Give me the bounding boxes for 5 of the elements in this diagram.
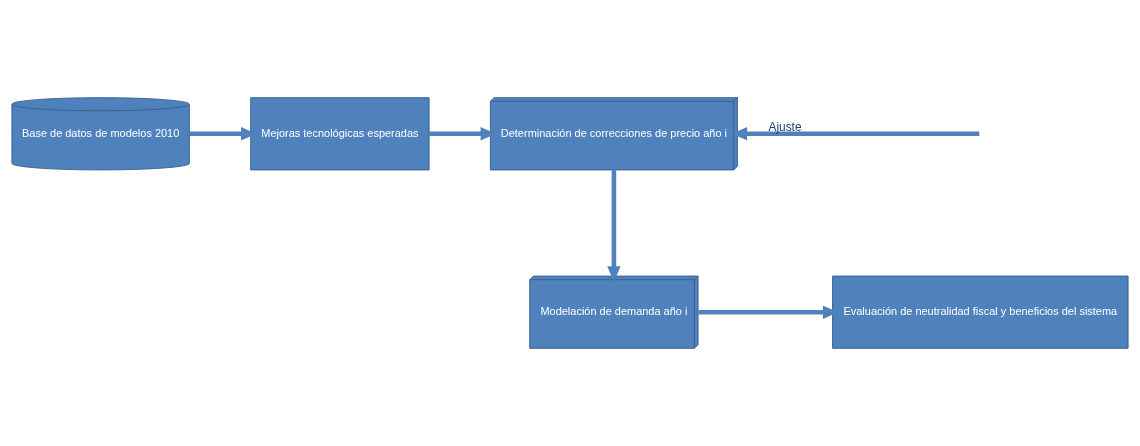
node-box: Mejoras tecnológicas esperadas bbox=[250, 97, 430, 171]
arrow bbox=[607, 170, 621, 282]
edge-label: Ajuste bbox=[768, 119, 802, 134]
node-box: Evaluación de neutralidad fiscal y beneficios del sistema bbox=[832, 275, 1129, 349]
arrow bbox=[731, 127, 980, 141]
